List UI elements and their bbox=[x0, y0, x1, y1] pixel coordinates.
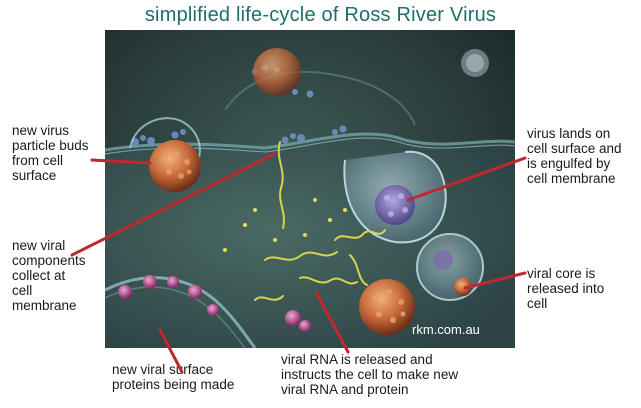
callout-virus-buds: new virus particle buds from cell surfac… bbox=[12, 123, 89, 183]
callout-surface-proteins: new viral surface proteins being made bbox=[112, 362, 235, 392]
callout-virus-lands: virus lands on cell surface and is engul… bbox=[527, 126, 622, 186]
virus-lifecycle-illustration bbox=[105, 30, 515, 348]
callout-components-collect: new viral components collect at cell mem… bbox=[12, 238, 86, 313]
callout-rna-released: viral RNA is released and instructs the … bbox=[281, 352, 459, 397]
diagram-title: simplified life-cycle of Ross River Viru… bbox=[144, 4, 497, 26]
watermark: rkm.com.au bbox=[412, 322, 480, 337]
callout-core-released: viral core is released into cell bbox=[527, 266, 605, 311]
